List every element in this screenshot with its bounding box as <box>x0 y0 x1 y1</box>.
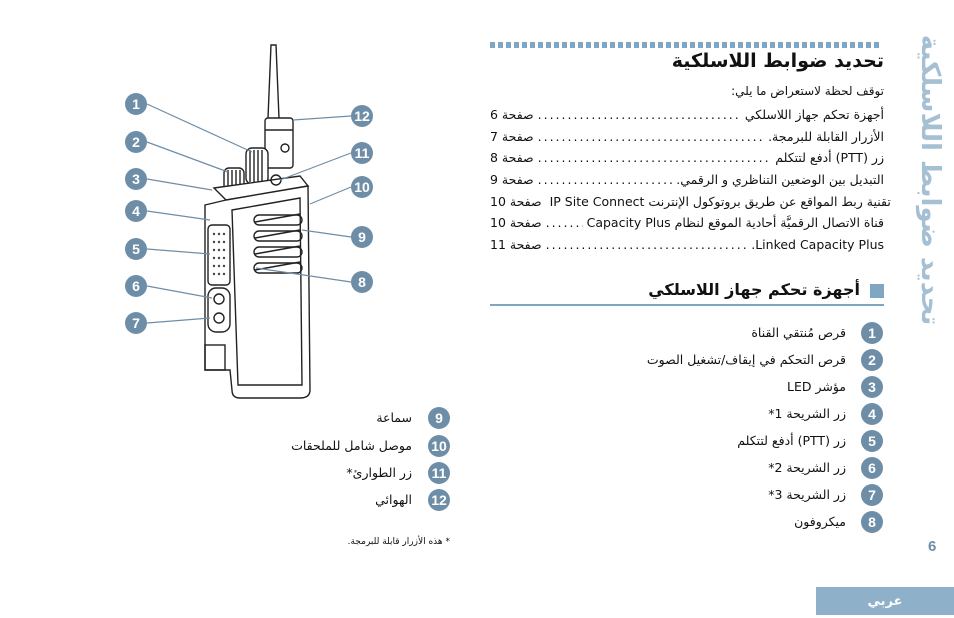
toc-list: صفحة 6 .................................… <box>490 107 891 259</box>
legend-num-2: 2 <box>861 349 883 371</box>
legend-num-12: 12 <box>428 489 450 511</box>
toc-page: صفحة 7 <box>490 128 534 144</box>
side-chapter-title: تحديد ضوابط اللاسلكية <box>910 35 950 325</box>
dotted-rule <box>490 42 882 48</box>
toc-label: زر (PTT) أدفع لتتكلم <box>775 150 884 166</box>
callout-11: 11 <box>351 142 373 164</box>
toc-page: صفحة 9 <box>490 172 534 188</box>
section-title: أجهزة تحكم جهاز اللاسلكي <box>648 280 860 299</box>
legend-label-3: مؤشر LED <box>787 379 846 394</box>
toc-entry[interactable]: صفحة 10 ................................… <box>490 193 891 216</box>
toc-entry[interactable]: صفحة 11 ................................… <box>490 237 884 259</box>
toc-leader: ........................................… <box>537 172 673 188</box>
section-marker-icon <box>870 284 884 298</box>
legend-num-10: 10 <box>428 435 450 457</box>
callout-10: 10 <box>351 176 373 198</box>
toc-leader: ........................................… <box>537 150 772 166</box>
section-heading: أجهزة تحكم جهاز اللاسلكي <box>490 280 884 306</box>
legend-label-1: قرص مُنتقي القناة <box>751 325 846 340</box>
footnote: * هذه الأزرار قابلة للبرمجة. <box>347 537 450 547</box>
page-title: تحديد ضوابط اللاسلكية <box>671 50 884 72</box>
legend-label-11: زر الطوارئ* <box>346 465 412 480</box>
toc-page: صفحة 10 <box>490 193 542 209</box>
legend-label-9: سماعة <box>376 410 412 425</box>
toc-leader: ........................................… <box>545 237 748 253</box>
toc-entry[interactable]: صفحة 9 .................................… <box>490 172 884 194</box>
toc-label: قناة الاتصال الرقميَّة أحادية الموقع لنظ… <box>586 215 884 231</box>
toc-page: صفحة 6 <box>490 107 534 122</box>
toc-page: صفحة 11 <box>490 237 542 253</box>
toc-label: الأزرار القابلة للبرمجة. <box>768 128 884 144</box>
callout-6: 6 <box>125 275 147 297</box>
legend-num-5: 5 <box>861 430 883 452</box>
callout-9: 9 <box>351 226 373 248</box>
callout-4: 4 <box>125 200 147 222</box>
legend-num-7: 7 <box>861 484 883 506</box>
legend-num-3: 3 <box>861 376 883 398</box>
toc-entry[interactable]: صفحة 8 .................................… <box>490 150 884 172</box>
callout-5: 5 <box>125 238 147 260</box>
legend-label-4: زر الشريحة 1* <box>768 406 846 421</box>
legend-label-7: زر الشريحة 3* <box>768 487 846 502</box>
callout-12: 12 <box>351 105 373 127</box>
legend-label-2: قرص التحكم في إيقاف/تشغيل الصوت <box>646 352 846 367</box>
toc-page: صفحة 8 <box>490 150 534 166</box>
legend-label-5: زر (PTT) أدفع لتتكلم <box>737 433 846 448</box>
legend-num-6: 6 <box>861 457 883 479</box>
language-tab[interactable]: عربي <box>816 587 954 615</box>
legend-label-8: ميكروفون <box>794 514 846 529</box>
callout-7: 7 <box>125 312 147 334</box>
toc-leader: ........................................… <box>537 107 741 122</box>
legend-num-8: 8 <box>861 511 883 533</box>
toc-page: صفحة 10 <box>490 215 542 231</box>
toc-entry[interactable]: صفحة 10 ................................… <box>490 215 884 237</box>
toc-leader: ........................................… <box>545 215 583 231</box>
callout-3: 3 <box>125 168 147 190</box>
legend-label-12: الهوائي <box>375 492 412 507</box>
toc-label: تقنية ربط المواقع عن طريق بروتوكول الإنت… <box>549 193 891 209</box>
toc-leader: ........................................… <box>537 128 765 144</box>
toc-entry[interactable]: صفحة 7 .................................… <box>490 129 884 151</box>
legend-num-1: 1 <box>861 322 883 344</box>
toc-label: أجهزة تحكم جهاز اللاسلكي <box>744 107 884 122</box>
legend-num-9: 9 <box>428 407 450 429</box>
callout-8: 8 <box>351 271 373 293</box>
callout-1: 1 <box>125 93 147 115</box>
legend-label-10: موصل شامل للملحقات <box>291 438 412 453</box>
toc-entry[interactable]: صفحة 6 .................................… <box>490 107 884 129</box>
intro-text: توقف لحظة لاستعراض ما يلي: <box>731 84 884 98</box>
callout-2: 2 <box>125 131 147 153</box>
legend-num-4: 4 <box>861 403 883 425</box>
legend-num-11: 11 <box>428 462 450 484</box>
toc-label: Linked Capacity Plus. <box>751 237 884 253</box>
toc-label: التبديل بين الوضعين التناظري و الرقمي. <box>676 172 884 188</box>
page-number: 6 <box>928 538 937 555</box>
side-chapter-title-text: تحديد ضوابط اللاسلكية <box>915 34 945 326</box>
legend-label-6: زر الشريحة 2* <box>768 460 846 475</box>
